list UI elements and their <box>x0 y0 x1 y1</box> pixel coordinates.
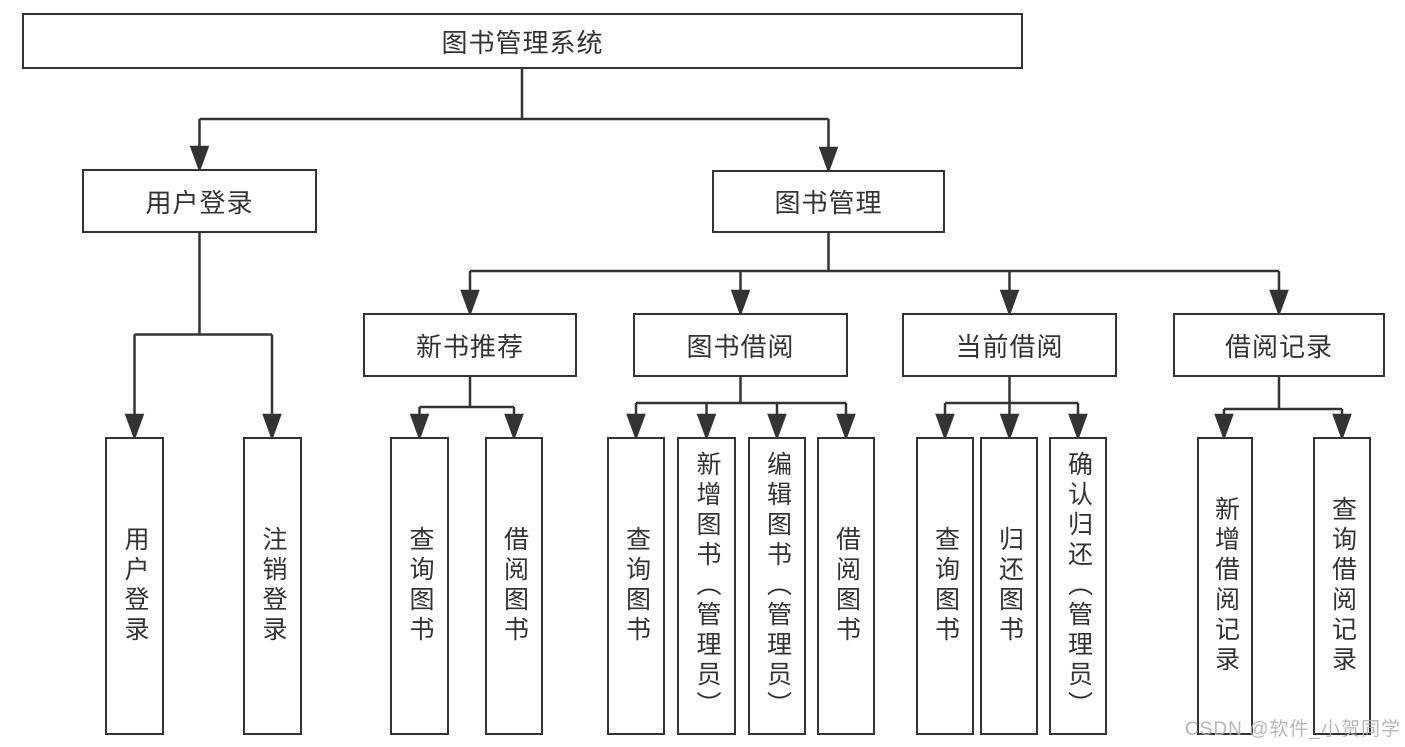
connector-line <box>418 377 516 428</box>
arrowhead-icon <box>504 413 524 441</box>
leaf-confirm-return-admin: 确认归还（管理员） <box>1049 437 1107 735</box>
leaf-edit-book-admin-label: 编辑图书（管理员） <box>763 451 792 721</box>
connector-book-borrow-group <box>626 377 856 441</box>
connector-current-borrow-group <box>935 377 1088 441</box>
arrowhead-icon <box>767 413 787 441</box>
node-user-login-label: 用户登录 <box>145 187 254 218</box>
leaf-logout-label: 注销登录 <box>259 526 287 646</box>
connector-user-login-group <box>124 233 282 441</box>
leaf-add-borrow-record-label: 新增借阅记录 <box>1211 496 1240 676</box>
leaf-borrow-books-recommend: 借阅图书 <box>485 437 543 735</box>
leaf-query-borrow-record-label: 查询借阅记录 <box>1328 496 1357 676</box>
leaf-borrow-books: 借阅图书 <box>817 437 875 735</box>
arrowhead-icon <box>460 289 480 317</box>
node-user-login: 用户登录 <box>82 169 317 233</box>
leaf-borrow-books-label: 借阅图书 <box>832 526 861 646</box>
arrowhead-icon <box>836 413 856 441</box>
node-book-borrow: 图书借阅 <box>633 313 848 377</box>
leaf-query-books-recommend: 查询图书 <box>390 437 449 735</box>
connector-line <box>634 377 848 428</box>
connector-borrow-records-group <box>1214 377 1352 441</box>
node-book-management: 图书管理 <box>712 170 945 233</box>
arrowhead-icon <box>1068 413 1088 441</box>
leaf-return-books-label: 归还图书 <box>995 526 1024 646</box>
connector-new-book-group <box>409 377 524 441</box>
arrowhead-icon <box>1332 413 1352 441</box>
leaf-borrow-books-recommend-label: 借阅图书 <box>500 526 529 646</box>
leaf-add-book-admin-label: 新增图书（管理员） <box>693 451 721 721</box>
leaf-edit-book-admin: 编辑图书（管理员） <box>748 437 806 735</box>
leaf-user-login-label: 用户登录 <box>121 526 149 646</box>
node-borrow-records-label: 借阅记录 <box>1224 331 1333 362</box>
leaf-query-books-borrow: 查询图书 <box>607 437 665 735</box>
arrowhead-icon <box>262 413 282 441</box>
leaf-user-login: 用户登录 <box>105 437 164 735</box>
leaf-query-books-recommend-label: 查询图书 <box>406 526 434 646</box>
leaf-confirm-return-admin-label: 确认归还（管理员） <box>1064 451 1093 721</box>
leaf-return-books: 归还图书 <box>980 437 1038 735</box>
leaf-query-books-current-label: 查询图书 <box>931 526 960 646</box>
leaf-logout: 注销登录 <box>243 437 302 735</box>
arrowhead-icon <box>935 413 955 441</box>
node-new-book-recommend-label: 新书推荐 <box>415 331 524 362</box>
connector-line <box>198 69 830 161</box>
arrowhead-icon <box>409 413 430 441</box>
leaf-query-books-borrow-label: 查询图书 <box>622 526 651 646</box>
node-root: 图书管理系统 <box>22 13 1023 69</box>
arrowhead-icon <box>124 413 145 441</box>
arrowhead-icon <box>696 413 717 441</box>
csdn-watermark: CSDN @软件_小贺同学 <box>1185 719 1401 740</box>
arrowhead-icon <box>1269 289 1289 317</box>
connector-root-to-level2 <box>189 69 839 174</box>
node-root-label: 图书管理系统 <box>441 27 604 58</box>
connector-book-management-to-level3 <box>460 233 1289 317</box>
leaf-add-borrow-record: 新增借阅记录 <box>1197 437 1253 735</box>
arrowhead-icon <box>999 289 1020 317</box>
arrowhead-icon <box>818 146 839 174</box>
connector-line <box>133 233 274 428</box>
leaf-add-book-admin: 新增图书（管理员） <box>677 437 736 735</box>
arrowhead-icon <box>626 413 646 441</box>
connector-line <box>1222 377 1344 428</box>
arrowhead-icon <box>1214 413 1234 441</box>
node-book-borrow-label: 图书借阅 <box>686 331 795 362</box>
arrowhead-icon <box>189 145 210 173</box>
arrowhead-icon <box>999 413 1020 441</box>
node-new-book-recommend: 新书推荐 <box>363 313 577 377</box>
leaf-query-borrow-record: 查询借阅记录 <box>1313 437 1371 735</box>
node-current-borrow: 当前借阅 <box>902 313 1117 377</box>
node-borrow-records: 借阅记录 <box>1173 313 1385 377</box>
node-book-management-label: 图书管理 <box>774 188 883 218</box>
arrowhead-icon <box>730 289 751 317</box>
node-current-borrow-label: 当前借阅 <box>955 331 1064 362</box>
leaf-query-books-current: 查询图书 <box>916 437 974 735</box>
connector-line <box>468 233 1281 305</box>
